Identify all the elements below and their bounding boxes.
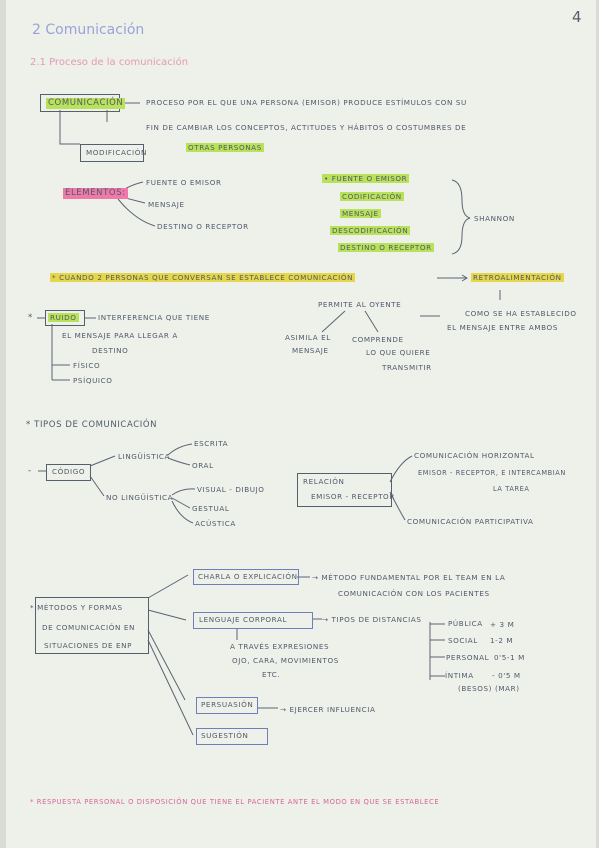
lenguaje-sub-1: A través expresiones [230, 642, 330, 651]
horizontal-sub-1: Emisor - Receptor, e intercambian [418, 469, 566, 477]
elemento-item-2: Mensaje [148, 200, 185, 209]
elementos-label: Elementos: [63, 188, 128, 199]
metodos-line-2: de comunicación en [42, 623, 135, 632]
codigo-box [46, 464, 91, 481]
relacion-label: Relación [303, 477, 345, 486]
permite-title: Permite al oyente [318, 300, 402, 309]
notebook-page [6, 0, 596, 848]
visual-label: Visual - dibujo [197, 485, 265, 494]
permite-left-1: Asimila el [285, 333, 331, 342]
charla-desc-1: → Método fundamental por el team en la [312, 573, 506, 582]
permite-right-2: el mensaje entre ambos [447, 323, 558, 332]
footer-note: * Respuesta personal o disposición que t… [30, 798, 440, 806]
lenguaje-label: Lenguaje corporal [199, 615, 288, 624]
sugestion-box [196, 728, 268, 745]
ruido-box [45, 310, 85, 326]
definition-line-1: Proceso por el que una persona (emisor) … [146, 98, 467, 107]
ruido-label: Ruido [48, 313, 79, 323]
charla-box [193, 569, 299, 585]
distancia-name-1: Pública [448, 619, 483, 628]
shannon-item-4: Descodificación [330, 226, 411, 236]
acustica-label: Acústica [195, 519, 236, 528]
relacion-box [297, 473, 392, 507]
permite-right-1: Como se ha establecido [465, 309, 577, 318]
modificacion-label: Modificación [86, 148, 147, 157]
lenguaje-sub-3: etc. [262, 670, 281, 679]
oral-label: Oral [192, 461, 214, 470]
lenguaje-sub-2: ojo, cara, movimientos [232, 656, 339, 665]
distancia-value-2: 1-2 m [490, 636, 514, 645]
horizontal-label: Comunicación horizontal [414, 451, 535, 460]
lenguaje-box [193, 612, 313, 629]
shannon-item-1: • Fuente o emisor [322, 174, 410, 184]
definition-line-2: fin de cambiar los conceptos, actitudes … [146, 123, 467, 132]
ruido-desc-1: interferencia que tiene [98, 313, 210, 322]
persuasion-box [196, 697, 258, 714]
permite-mid-2: lo que quiere [366, 348, 431, 357]
metodos-box [35, 597, 149, 654]
distancia-value-4: - 0'5 m [492, 671, 521, 680]
elemento-item-1: Fuente o emisor [146, 178, 222, 187]
ruido-fisico: Físico [73, 361, 101, 370]
retroalimentacion-label: Retroalimentación [471, 273, 564, 283]
page-number: 4 [572, 8, 582, 26]
shannon-item-5: Destino o receptor [338, 243, 434, 253]
distancia-name-3: Personal [446, 653, 490, 662]
elemento-item-3: Destino o receptor [157, 222, 249, 231]
charla-label: Charla o explicación [198, 572, 298, 581]
permite-mid-3: transmitir [382, 363, 432, 372]
distancia-value-1: + 3 m [490, 620, 515, 629]
permite-left-2: mensaje [292, 346, 329, 355]
persuasion-desc: → Ejercer influencia [280, 705, 376, 714]
definition-line-3: otras personas [186, 143, 264, 153]
codigo-label: Código [52, 467, 86, 476]
sugestion-label: Sugestión [201, 731, 249, 740]
distancia-value-3: 0'5-1 m [494, 653, 525, 662]
horizontal-sub-2: la tarea [493, 485, 530, 493]
gestual-label: Gestual [192, 504, 230, 513]
intima-note: (besos) (mar) [458, 684, 520, 693]
term-comunicacion: Comunicación [46, 98, 126, 109]
persuasion-label: Persuasión [201, 700, 254, 709]
escrita-label: Escrita [194, 439, 229, 448]
ruido-desc-3: destino [92, 346, 129, 355]
permite-mid-1: Comprende [352, 335, 404, 344]
emisor-receptor-label: Emisor - Receptor [311, 492, 395, 501]
shannon-item-2: Codificación [340, 192, 404, 202]
section-subtitle: 2.1 Proceso de la comunicación [30, 57, 189, 68]
charla-desc-2: comunicación con los pacientes [338, 589, 490, 598]
tipos-title: * Tipos de comunicación [26, 420, 158, 430]
distancia-name-2: Social [448, 636, 478, 645]
ruido-psiquico: Psíquico [73, 376, 113, 385]
metodos-line-3: situaciones de ENP [44, 641, 133, 650]
modificacion-box [80, 144, 144, 162]
section-title: 2 Comunicación [32, 22, 145, 38]
distancia-name-4: Íntima [445, 671, 474, 680]
metodos-line-1: * Métodos y formas [30, 603, 123, 612]
ruido-desc-2: el mensaje para llegar a [62, 331, 178, 340]
cuando-text: * Cuando 2 personas que conversan se est… [50, 273, 356, 283]
shannon-label: Shannon [474, 214, 515, 223]
linguistica-label: Lingüística [118, 452, 171, 461]
lenguaje-desc: → Tipos de distancias [322, 615, 422, 624]
shannon-item-3: Mensaje [340, 209, 381, 219]
participativa-label: Comunicación participativa [407, 517, 534, 526]
no-linguistica-label: No lingüística [106, 493, 174, 502]
